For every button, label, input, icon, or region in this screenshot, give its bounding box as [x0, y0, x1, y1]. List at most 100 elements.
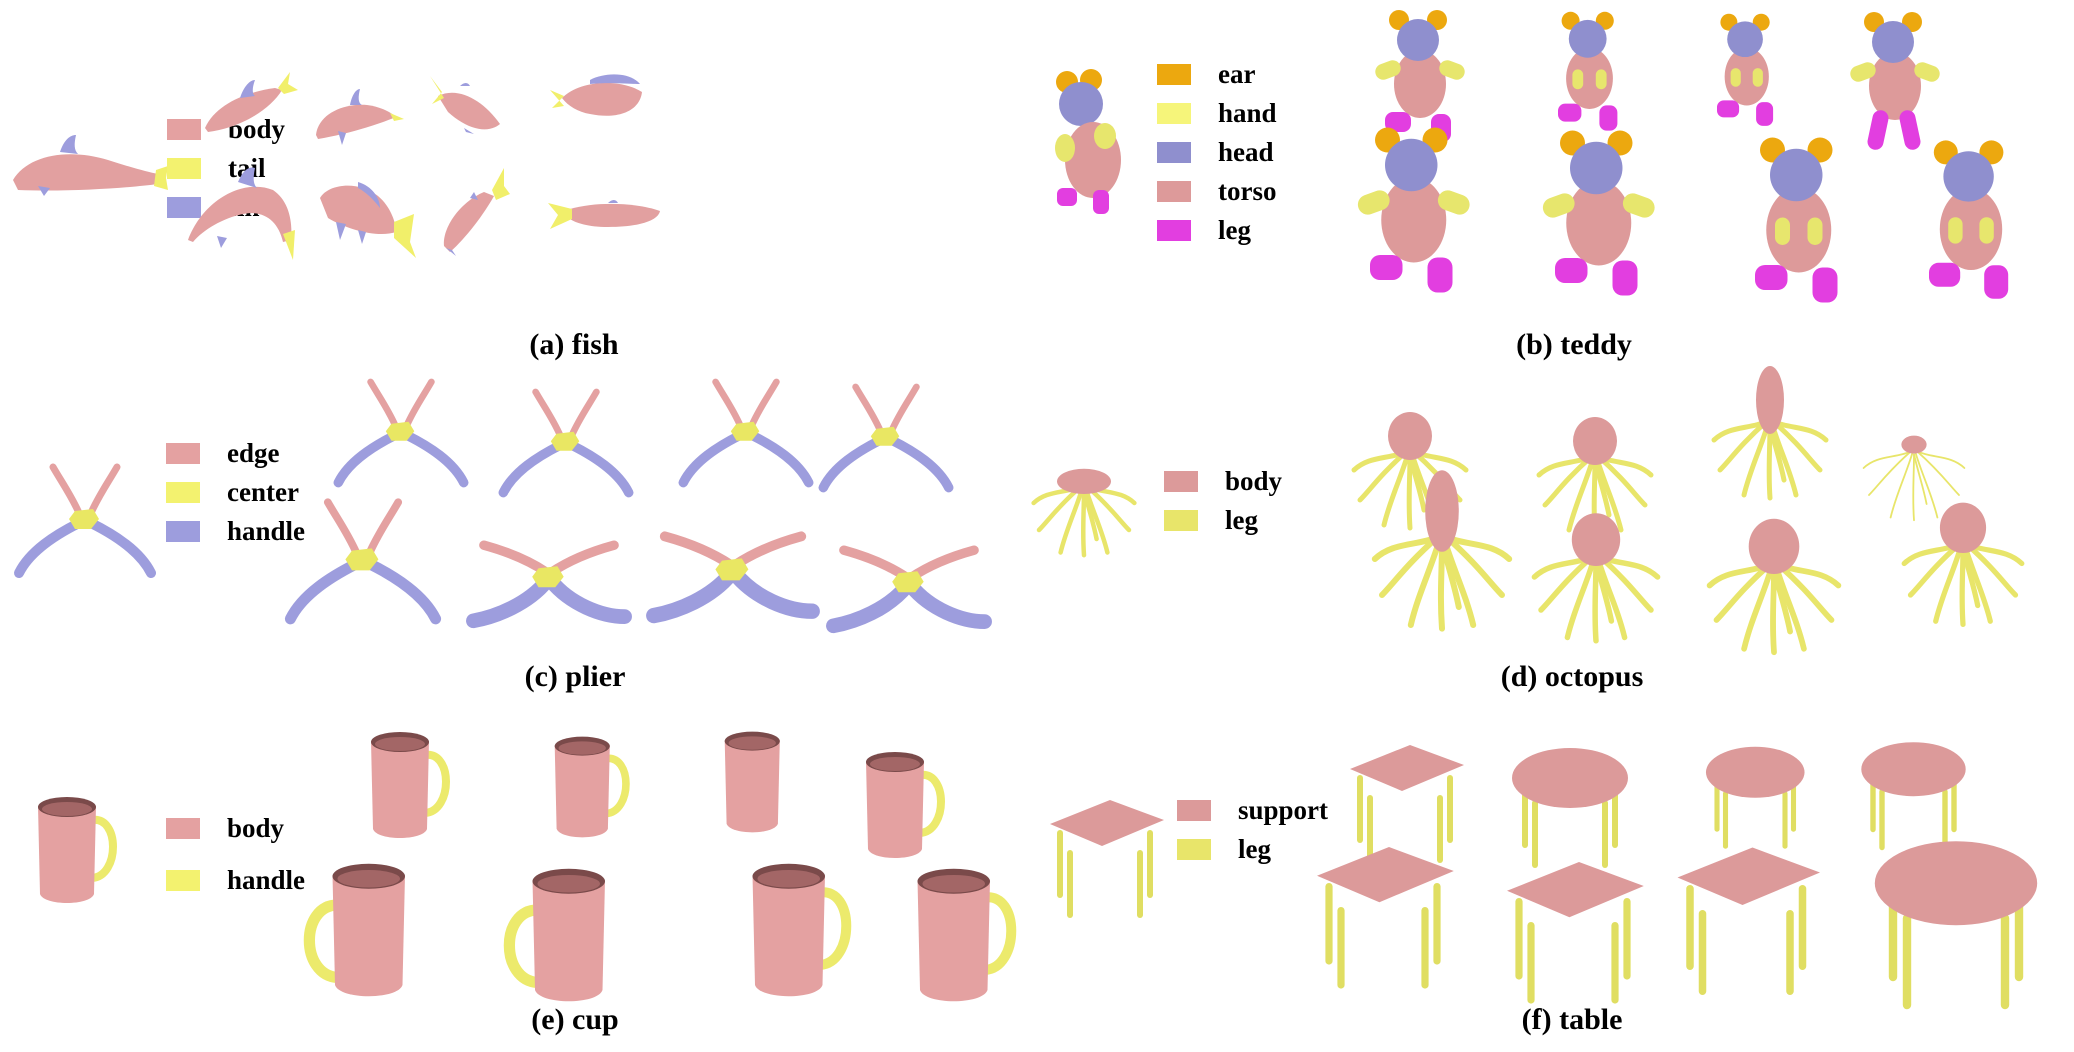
octopus-gallery-shape — [1901, 502, 2025, 628]
teddy-reference-shape — [1055, 69, 1121, 214]
table-legend: support leg — [1177, 791, 1328, 869]
octopus-gallery-shape — [1862, 435, 1966, 522]
legend-swatch — [167, 197, 201, 218]
cup-gallery-shape — [866, 752, 945, 858]
legend-item: leg — [1177, 830, 1328, 869]
legend-swatch — [167, 119, 201, 140]
cup-gallery-shape — [917, 868, 1017, 1002]
fish-gallery-shape — [316, 89, 404, 145]
caption-table: (f) table — [1521, 1003, 1623, 1036]
legend-swatch — [166, 817, 200, 839]
plier-gallery-shape — [498, 388, 634, 498]
teddy-gallery-shape — [1929, 140, 2009, 299]
legend-label: torso — [1218, 176, 1277, 206]
legend-swatch — [1164, 471, 1198, 492]
octopus-gallery-shape — [1531, 513, 1661, 644]
table-gallery-shape — [1705, 746, 1805, 849]
caption-teddy: (b) teddy — [1516, 328, 1632, 361]
octopus-legend: body leg — [1164, 462, 1282, 540]
legend-item: hand — [1157, 94, 1277, 133]
legend-item: leg — [1164, 501, 1282, 540]
legend-swatch — [1177, 839, 1211, 860]
legend-label: handle — [227, 864, 306, 895]
plier-gallery-shape — [826, 545, 992, 634]
legend-item: leg — [1157, 211, 1277, 250]
legend-item: support — [1177, 791, 1328, 830]
legend-swatch — [166, 482, 200, 503]
cup-gallery-shape — [303, 863, 405, 997]
legend-label: center — [227, 477, 299, 507]
legend-item: body — [166, 802, 305, 854]
legend-swatch — [1177, 800, 1211, 821]
octopus-gallery-shape — [1031, 468, 1137, 558]
caption-plier: (c) plier — [524, 660, 626, 693]
legend-swatch — [1157, 103, 1191, 124]
caption-cup: (e) cup — [531, 1003, 619, 1036]
caption-fish: (a) fish — [529, 328, 619, 361]
legend-swatch — [1157, 64, 1191, 85]
teddy-gallery-shape — [1717, 13, 1774, 126]
legend-swatch — [166, 869, 200, 891]
octopus-gallery-shape — [1351, 412, 1469, 531]
legend-swatch — [167, 158, 201, 179]
legend-label: ear — [1218, 59, 1256, 89]
legend-swatch — [1157, 220, 1191, 241]
plier-gallery-shape — [466, 540, 632, 629]
cup-gallery-shape — [371, 732, 450, 838]
legend-item: handle — [166, 854, 305, 906]
legend-label: support — [1238, 795, 1329, 825]
fish-gallery-shape — [205, 72, 298, 132]
table-gallery-shape — [1507, 862, 1644, 1004]
legend-swatch — [1164, 510, 1198, 531]
legend-swatch — [1157, 181, 1191, 202]
legend-swatch — [166, 443, 200, 464]
teddy-legend: ear hand head torso leg — [1157, 55, 1277, 250]
teddy-gallery-shape — [1357, 127, 1470, 293]
legend-label: body — [1225, 466, 1283, 496]
plier-gallery-shape — [678, 378, 814, 488]
legend-item: body — [167, 110, 285, 149]
legend-label: hand — [1218, 98, 1277, 128]
plier-gallery-shape — [646, 531, 820, 624]
teddy-gallery-shape — [1850, 12, 1940, 150]
caption-octopus: (d) octopus — [1500, 660, 1644, 693]
cup-gallery-shape — [503, 868, 605, 1002]
plier-gallery-shape — [284, 498, 442, 625]
legend-item: body — [1164, 462, 1282, 501]
legend-item: handle — [166, 512, 305, 551]
table-gallery-shape — [1050, 800, 1164, 918]
cup-gallery-shape — [38, 797, 117, 903]
fish-reference-shape — [13, 135, 168, 196]
fish-gallery-shape — [548, 200, 660, 229]
table-gallery-shape — [1512, 748, 1628, 868]
cup-legend: body handle — [166, 802, 305, 906]
fish-gallery-shape — [443, 168, 510, 256]
legend-swatch — [166, 521, 200, 542]
legend-item: torso — [1157, 172, 1277, 211]
table-gallery-shape — [1350, 745, 1464, 863]
teddy-gallery-shape — [1755, 137, 1838, 303]
plier-gallery-shape — [333, 378, 469, 488]
octopus-gallery-shape — [1371, 470, 1513, 632]
cup-gallery-shape — [724, 731, 780, 833]
fish-gallery-shape — [320, 182, 416, 258]
teddy-gallery-shape — [1558, 11, 1618, 131]
teddy-gallery-shape — [1542, 130, 1655, 296]
legend-label: leg — [1225, 505, 1258, 535]
table-gallery-shape — [1874, 841, 2038, 1010]
plier-legend: edge center handle — [166, 434, 305, 551]
table-gallery-shape — [1317, 847, 1454, 989]
legend-label: leg — [1218, 215, 1251, 245]
legend-item: edge — [166, 434, 305, 473]
fish-gallery-shape — [550, 74, 642, 116]
legend-swatch — [1157, 142, 1191, 163]
legend-label: head — [1218, 137, 1274, 167]
legend-item: head — [1157, 133, 1277, 172]
cup-gallery-shape — [554, 736, 630, 838]
plier-gallery-shape — [14, 463, 156, 578]
legend-label: edge — [227, 438, 280, 468]
octopus-gallery-shape — [1711, 366, 1829, 501]
legend-label: leg — [1238, 834, 1271, 864]
fish-gallery-shape — [430, 76, 500, 134]
legend-label: handle — [227, 516, 306, 546]
